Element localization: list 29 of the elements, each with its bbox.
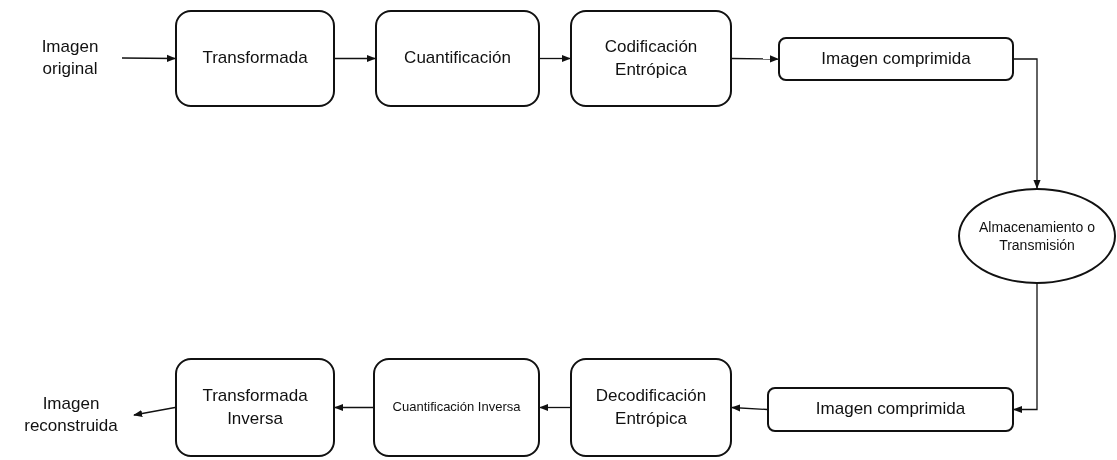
box-label: Almacenamiento o Transmisión bbox=[978, 217, 1096, 255]
arrow bbox=[1013, 58, 1041, 189]
arrow bbox=[731, 55, 779, 63]
process-box bbox=[373, 358, 540, 457]
box-label: Transformada bbox=[202, 47, 308, 70]
box-label: Codificación Entrópica bbox=[603, 36, 699, 81]
box-label: Imagen comprimida bbox=[815, 398, 966, 421]
box-label: Cuantificación Inversa bbox=[392, 399, 521, 416]
process-box bbox=[570, 10, 732, 107]
box-label: Imagen comprimida bbox=[821, 47, 971, 70]
arrow bbox=[334, 54, 376, 63]
process-box bbox=[570, 358, 732, 457]
arrow bbox=[334, 403, 374, 412]
arrow bbox=[539, 403, 571, 412]
box-label: Transformada Inversa bbox=[201, 385, 309, 430]
arrow bbox=[133, 406, 176, 418]
node-text: Imagen original bbox=[20, 33, 120, 83]
process-box bbox=[767, 387, 1014, 432]
box-label: Decodificación Entrópica bbox=[594, 385, 708, 430]
node-text: Imagen reconstruida bbox=[12, 390, 130, 440]
box-label: Cuantificación bbox=[404, 47, 511, 70]
process-box bbox=[375, 10, 540, 107]
arrow bbox=[539, 54, 571, 63]
arrow bbox=[121, 54, 176, 63]
arrow bbox=[1013, 283, 1038, 414]
process-box bbox=[778, 37, 1014, 81]
arrow bbox=[731, 404, 768, 412]
process-box bbox=[175, 10, 335, 107]
process-box bbox=[175, 358, 335, 457]
